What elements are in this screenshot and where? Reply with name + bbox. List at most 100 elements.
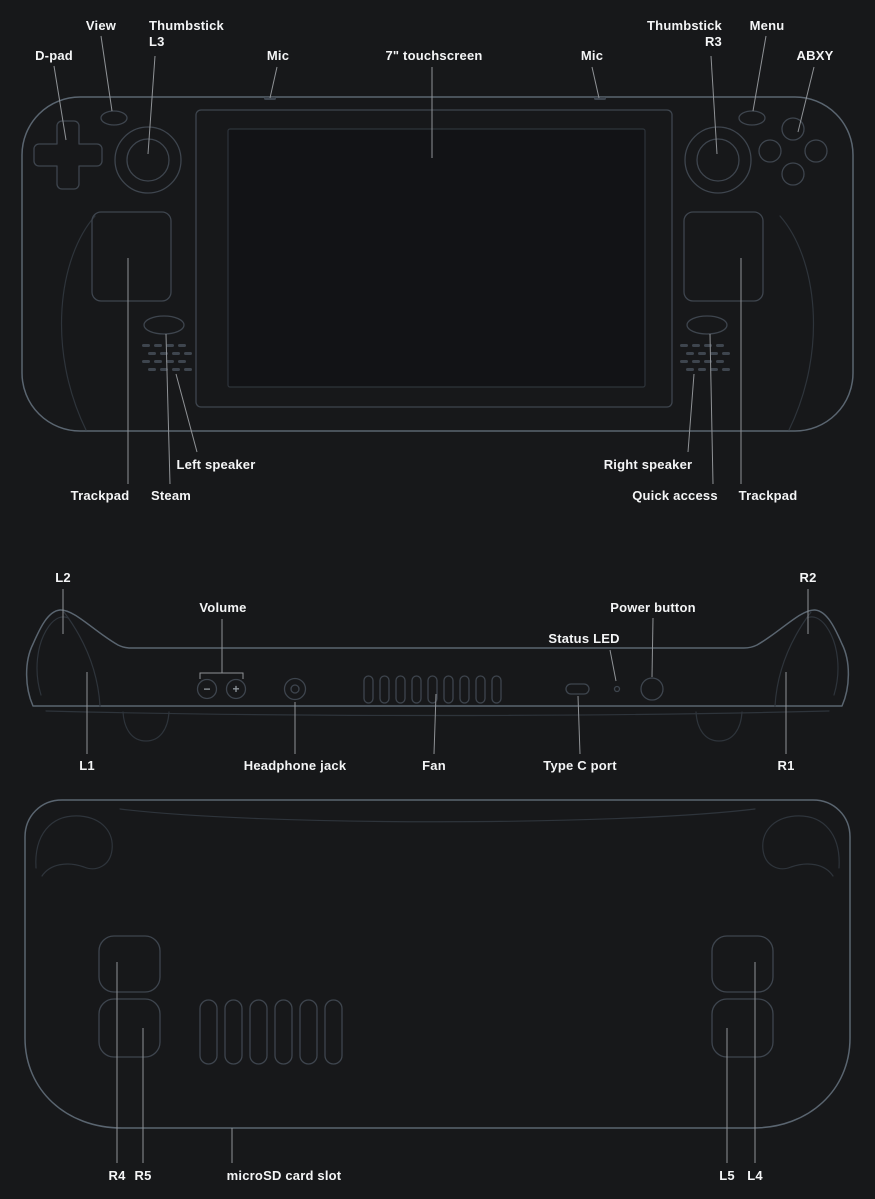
r2-trigger-contour <box>806 616 839 696</box>
view-button <box>100 110 128 126</box>
leader-view <box>100 35 113 112</box>
label-trackpad-right: Trackpad <box>738 488 798 503</box>
back-button-r4 <box>98 935 161 993</box>
label-l2: L2 <box>55 570 71 585</box>
label-mic-right: Mic <box>580 48 604 63</box>
label-abxy: ABXY <box>796 48 834 63</box>
label-headphone-jack: Headphone jack <box>243 758 347 773</box>
label-view: View <box>85 18 117 33</box>
r2-body-boundary <box>774 611 812 707</box>
mic-right-mark <box>594 97 606 100</box>
headphone-jack-ring <box>283 677 307 701</box>
label-left-speaker: Left speaker <box>176 457 256 472</box>
topview-leader-lines <box>62 589 809 755</box>
top-view: − + <box>25 589 850 755</box>
abxy-button-bottom <box>781 162 805 186</box>
back-body-outline <box>24 799 851 1129</box>
abxy-button-right <box>804 139 828 163</box>
leader-mic-left <box>269 66 278 99</box>
leader-menu <box>752 35 767 112</box>
leader-thumbstick-r3 <box>710 55 718 155</box>
label-type-c-port: Type C port <box>543 758 617 773</box>
volume-up-button <box>225 678 247 700</box>
touchscreen <box>227 128 646 388</box>
l2-trigger-contour <box>36 616 69 696</box>
topview-body-outline <box>25 609 850 707</box>
label-steam: Steam <box>150 488 192 503</box>
leader-quick-access <box>709 333 714 485</box>
label-thumbstick-l3: Thumbstick L3 <box>149 18 224 50</box>
leader-status-led <box>609 649 617 682</box>
back-left-grip-outline <box>35 815 113 877</box>
screen-outer-bezel <box>195 109 673 408</box>
leader-right-speaker <box>687 373 695 453</box>
dpad-outline <box>33 120 103 190</box>
label-touchscreen: 7" touchscreen <box>385 48 483 63</box>
leader-mic-right <box>591 66 600 99</box>
label-thumbstick-r3: Thumbstick R3 <box>647 18 722 50</box>
left-grip-contour <box>60 215 96 431</box>
label-r4: R4 <box>108 1168 126 1183</box>
back-leader-lines <box>116 962 756 1163</box>
back-view <box>24 799 851 1163</box>
power-button <box>640 677 664 701</box>
leader-left-speaker <box>175 373 198 453</box>
front-view <box>21 35 854 485</box>
quick-access-button <box>686 315 728 335</box>
abxy-button-left <box>758 139 782 163</box>
back-button-l5 <box>711 998 774 1058</box>
right-thumbstick-top-profile <box>695 711 743 742</box>
label-l5: L5 <box>719 1168 735 1183</box>
right-trackpad <box>683 211 764 302</box>
label-menu: Menu <box>749 18 785 33</box>
headphone-jack-hole <box>290 684 300 694</box>
type-c-port <box>565 683 590 695</box>
back-vent-slots <box>199 999 343 1065</box>
volume-minus-glyph: − <box>203 682 210 696</box>
back-button-l4 <box>711 935 774 993</box>
front-body-outline <box>21 96 854 432</box>
volume-down-button <box>196 678 218 700</box>
label-r5: R5 <box>134 1168 152 1183</box>
topview-bottom-seam <box>45 710 830 717</box>
label-right-speaker: Right speaker <box>603 457 693 472</box>
label-l1: L1 <box>79 758 95 773</box>
back-right-grip-outline <box>762 815 840 877</box>
label-volume: Volume <box>199 600 247 615</box>
leader-dpad <box>53 65 67 141</box>
right-grip-contour <box>779 215 815 431</box>
label-microsd: microSD card slot <box>226 1168 342 1183</box>
fan-grille <box>363 675 502 704</box>
left-thumbstick-top-profile <box>122 711 170 742</box>
right-thumbstick-cap <box>696 138 740 182</box>
leader-thumbstick-l3 <box>147 55 156 155</box>
leader-type-c <box>577 695 581 755</box>
menu-button <box>738 110 766 126</box>
leader-volume-bracket <box>199 672 244 679</box>
leader-power-button <box>651 617 654 678</box>
l2-body-boundary <box>63 611 101 707</box>
label-quick-access: Quick access <box>632 488 718 503</box>
back-shell-seam <box>119 808 756 823</box>
label-r2: R2 <box>799 570 817 585</box>
volume-plus-glyph: + <box>232 682 239 696</box>
label-r1: R1 <box>777 758 795 773</box>
left-thumbstick-cap <box>126 138 170 182</box>
right-speaker-grille <box>680 344 730 371</box>
label-trackpad-left: Trackpad <box>70 488 130 503</box>
right-thumbstick-ring <box>684 126 752 194</box>
abxy-button-top <box>781 117 805 141</box>
label-mic-left: Mic <box>266 48 290 63</box>
left-thumbstick-ring <box>114 126 182 194</box>
label-power-button: Power button <box>610 600 696 615</box>
back-button-r5 <box>98 998 161 1058</box>
left-speaker-grille <box>142 344 192 371</box>
label-fan: Fan <box>422 758 446 773</box>
left-trackpad <box>91 211 172 302</box>
mic-left-mark <box>264 97 276 100</box>
steam-button <box>143 315 185 335</box>
front-leader-lines <box>53 35 815 485</box>
status-led <box>613 685 621 693</box>
